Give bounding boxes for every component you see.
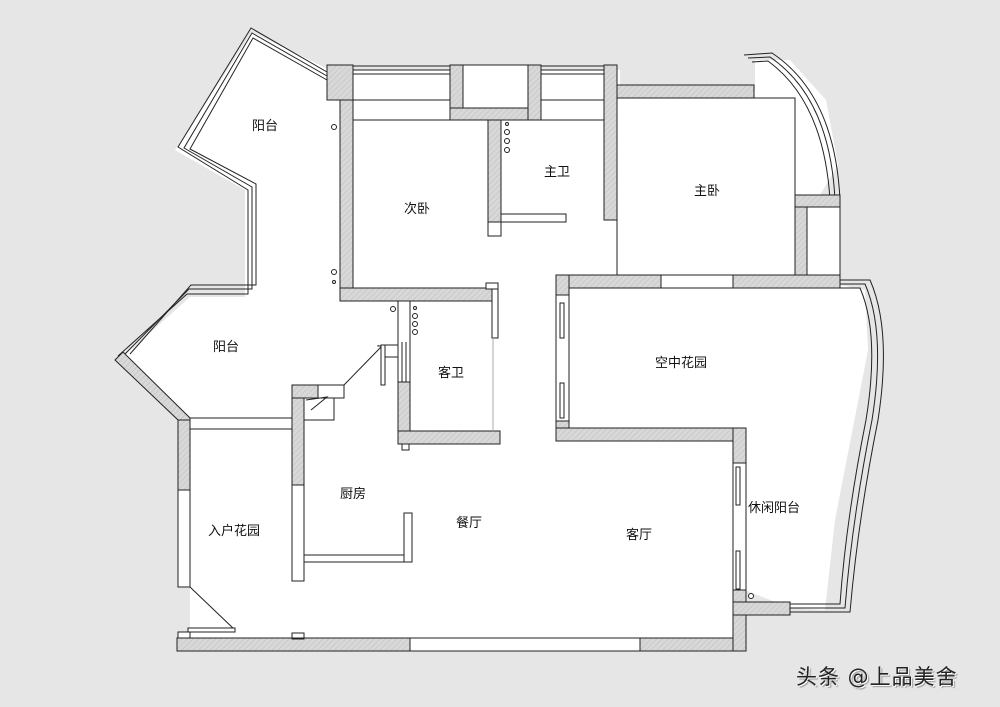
room-label-entry-garden: 入户花园 [208, 523, 260, 539]
walls [114, 64, 841, 652]
room-label-master-bathroom: 主卫 [544, 165, 570, 180]
room-label-sky-garden: 空中花园 [655, 355, 707, 371]
room-label-dining-room: 餐厅 [456, 515, 482, 531]
partitions [177, 64, 841, 652]
room-label-leisure-balcony: 休闲阳台 [748, 501, 800, 516]
room-label-living-room: 客厅 [626, 527, 652, 543]
room-labels: 阳台 次卧 主卫 主卧 阳台 客卫 空中花园 厨房 入户花园 餐厅 客厅 休闲阳… [208, 119, 800, 543]
room-label-second-bedroom: 次卧 [404, 201, 430, 217]
room-label-guest-bathroom: 客卫 [438, 365, 464, 381]
drain-pipes [331, 122, 754, 599]
room-label-kitchen: 厨房 [340, 486, 366, 502]
balcony-railings [117, 27, 884, 613]
room-label-balcony-north: 阳台 [252, 119, 278, 134]
room-label-balcony-west: 阳台 [213, 340, 239, 355]
room-label-master-bedroom: 主卧 [694, 184, 720, 199]
watermark: 头条 @上品美舍 [796, 665, 958, 689]
